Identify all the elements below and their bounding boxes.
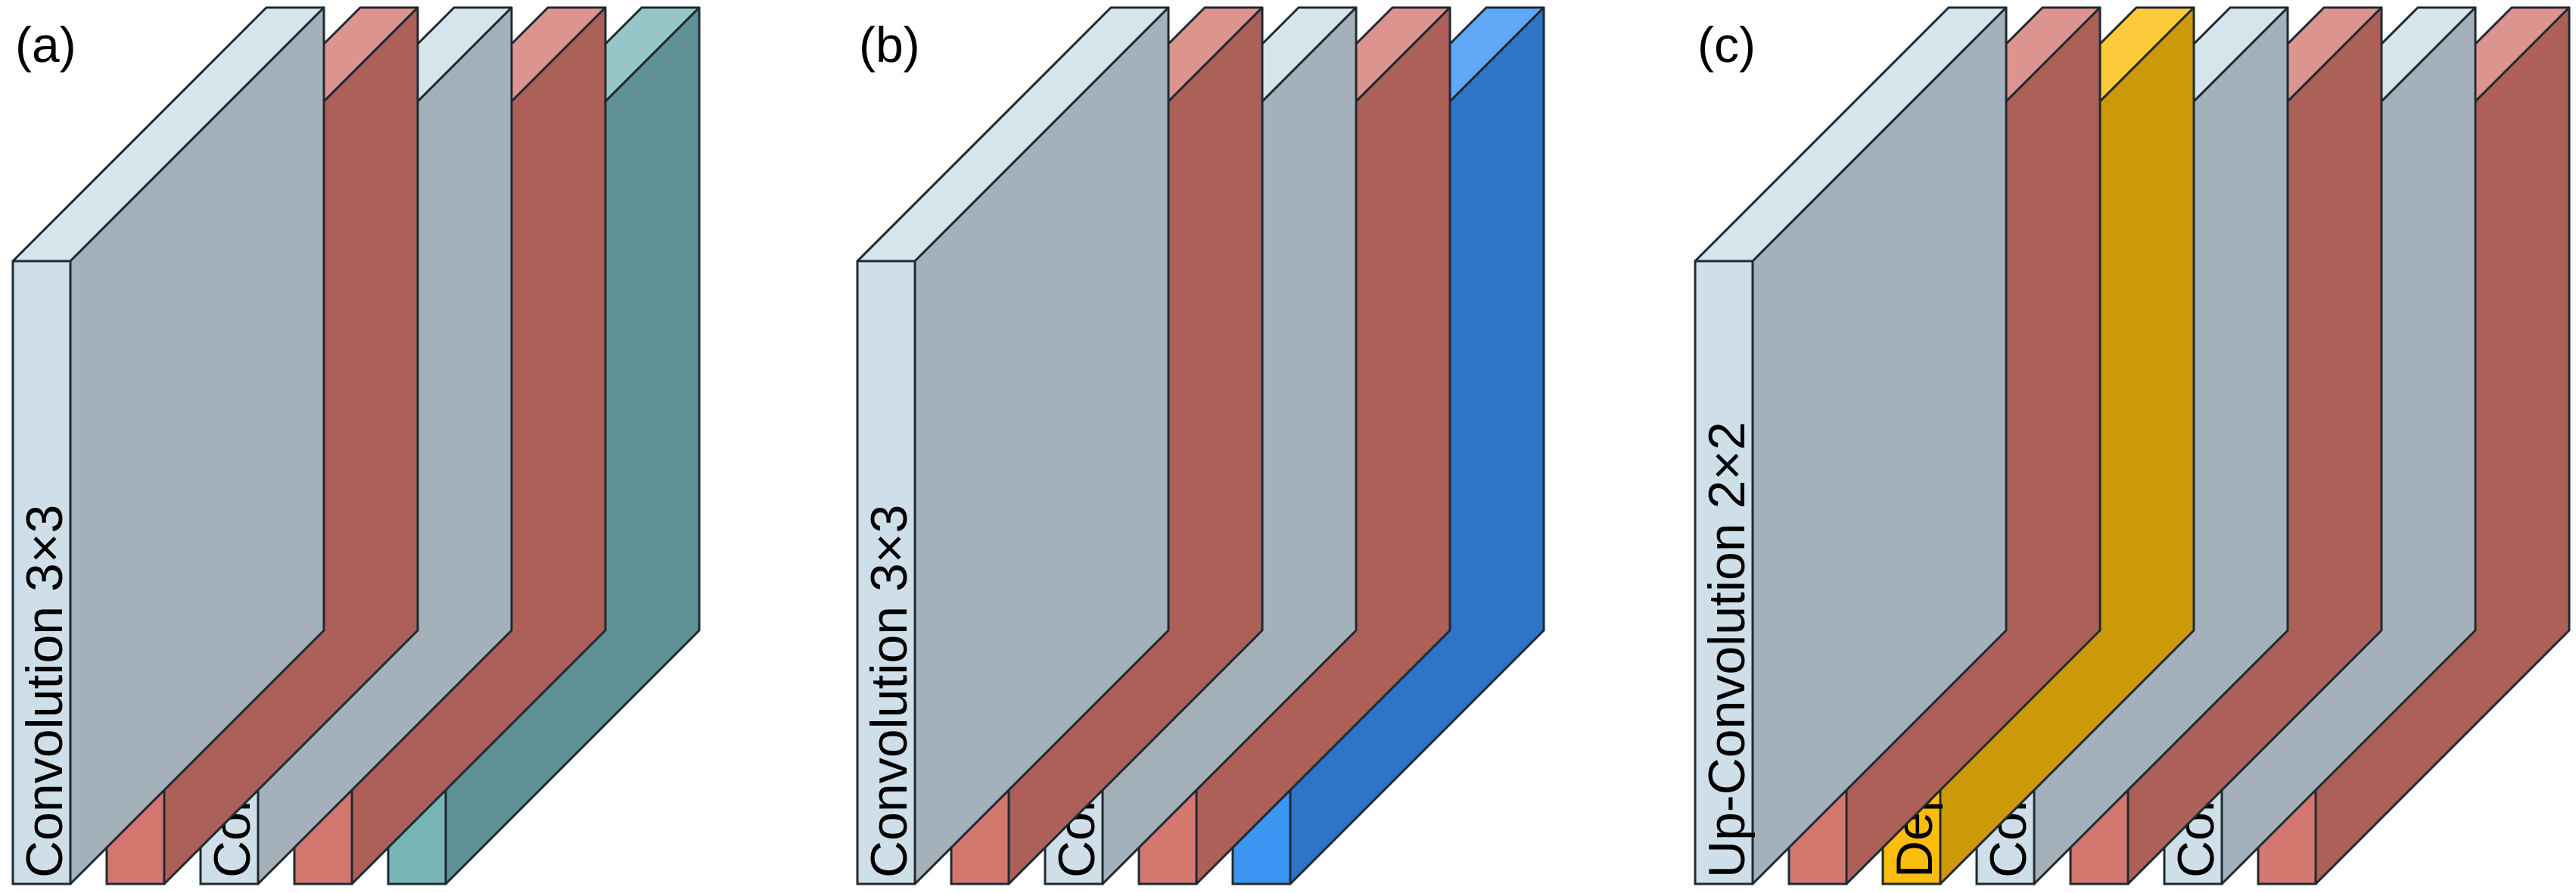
layer-label: Convolution 3×3 <box>16 505 73 878</box>
layer-front-face <box>1694 260 1754 885</box>
panel-c: (c)ReLUConvolution 3×3ReLUConvolution 3×… <box>1694 6 2571 885</box>
panel-label: (b) <box>859 17 920 73</box>
layer-label: Up-Convolution 2×2 <box>1698 422 1756 878</box>
layer-front-face <box>11 260 72 885</box>
layer-convolution: Convolution 3×3 <box>11 6 325 885</box>
layer-front-face <box>856 260 916 885</box>
panel-label: (c) <box>1697 17 1756 73</box>
layer-convolution: Convolution 3×3 <box>856 6 1170 885</box>
panel-a: (a)Max poolingReLUConvolution 3×3ReLUCon… <box>11 6 701 885</box>
layer-label: Convolution 3×3 <box>860 505 918 878</box>
panel-b: (b)DropoutReLUConvolution 3×3ReLUConvolu… <box>856 6 1545 885</box>
panel-label: (a) <box>15 17 76 73</box>
layer-convolution: Up-Convolution 2×2 <box>1694 6 2008 885</box>
